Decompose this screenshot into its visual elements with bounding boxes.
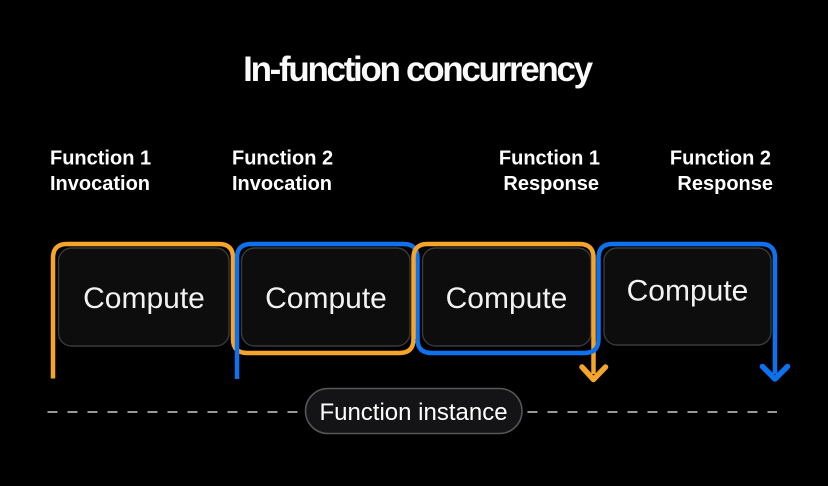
svg-text:Function 2: Function 2 (232, 148, 333, 170)
svg-text:Response: Response (503, 173, 599, 195)
svg-text:Invocation: Invocation (232, 173, 332, 195)
svg-text:Compute: Compute (265, 282, 387, 315)
svg-text:Compute: Compute (446, 282, 568, 315)
svg-text:In-function concurrency: In-function concurrency (243, 50, 594, 89)
svg-text:Function 1: Function 1 (50, 148, 151, 170)
svg-text:Compute: Compute (83, 282, 205, 315)
svg-text:Compute: Compute (627, 275, 749, 308)
svg-text:Function 2: Function 2 (670, 148, 771, 170)
svg-text:Invocation: Invocation (50, 173, 150, 195)
svg-text:Function 1: Function 1 (499, 148, 600, 170)
svg-text:Function instance: Function instance (319, 399, 507, 426)
svg-text:Response: Response (677, 173, 773, 195)
